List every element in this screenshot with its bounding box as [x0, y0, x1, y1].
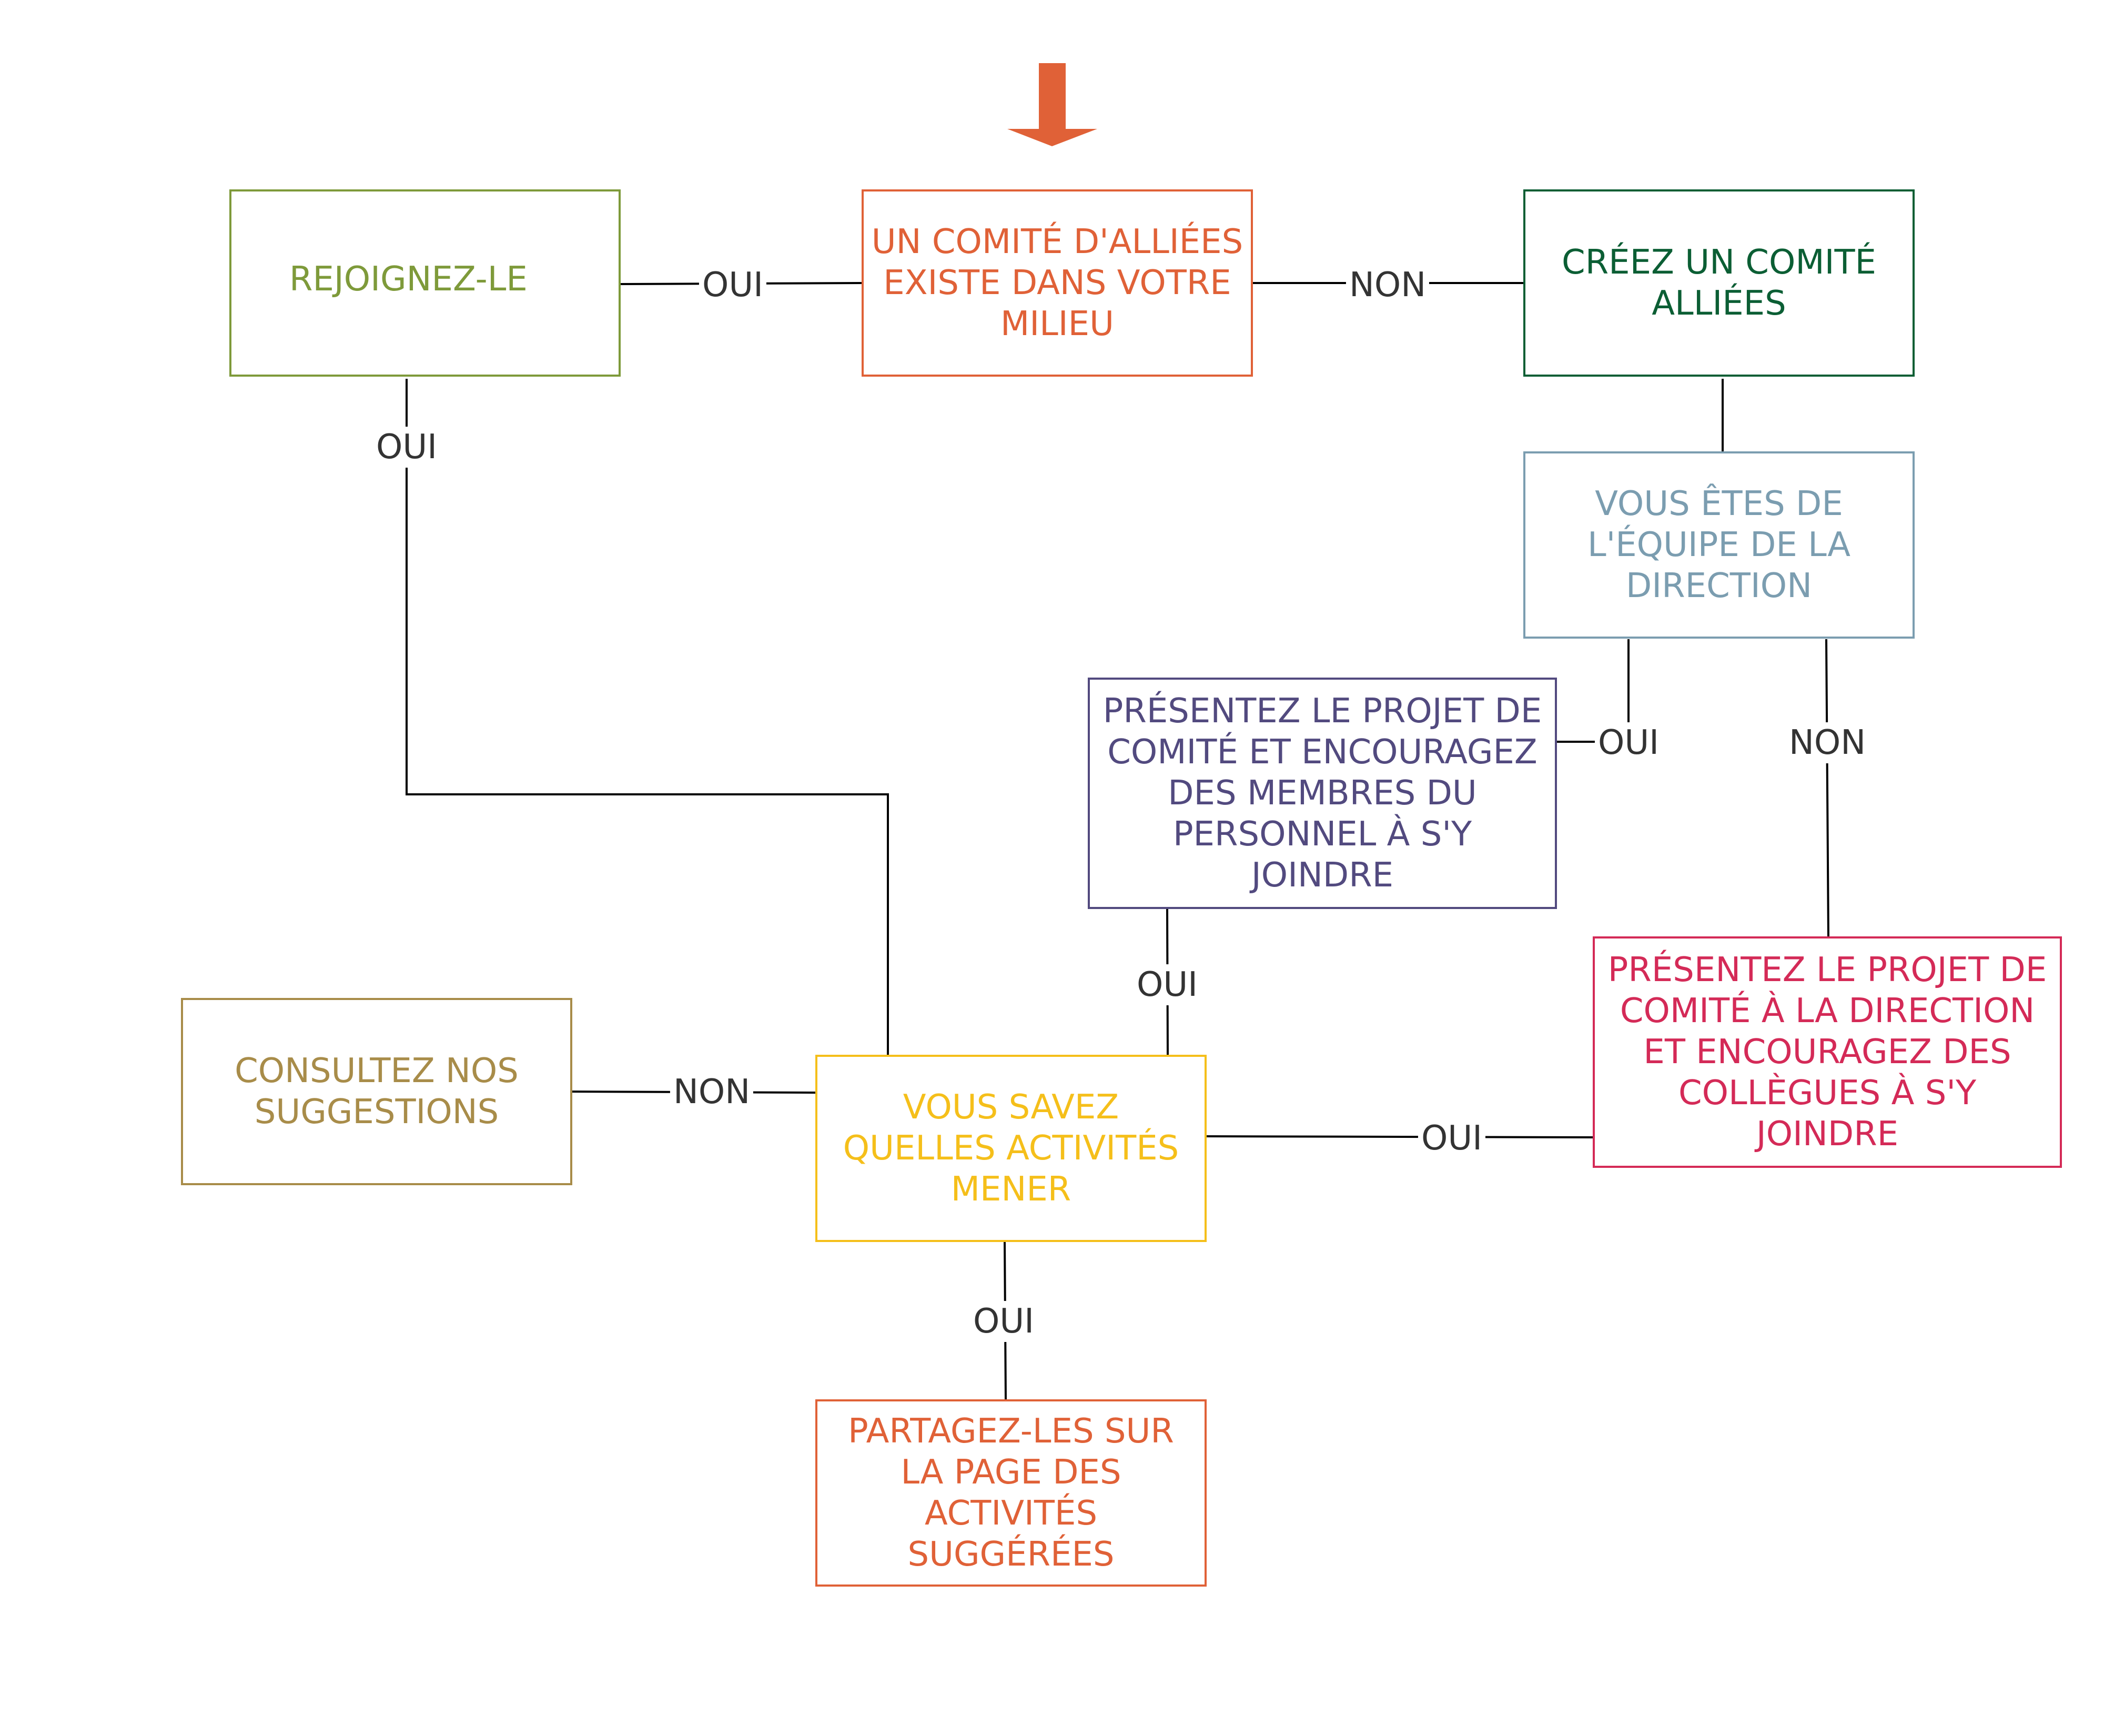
node-question-committee: UN COMITÉ D'ALLIÉES EXISTE DANS VOTRE MI…	[862, 189, 1253, 377]
node-present-direction: PRÉSENTEZ LE PROJET DE COMITÉ À LA DIREC…	[1593, 936, 2062, 1168]
label-non-create: NON	[1346, 265, 1430, 306]
label-oui-staff-down: OUI	[1133, 964, 1201, 1005]
node-question-direction: VOUS ÊTES DE L'ÉQUIPE DE LA DIRECTION	[1523, 451, 1915, 639]
node-join-text: REJOIGNEZ-LE	[289, 260, 528, 299]
node-consult-text: CONSULTEZ NOS SUGGESTIONS	[235, 1052, 519, 1132]
label-oui-direction: OUI	[1594, 722, 1663, 763]
label-oui-present-direction: OUI	[1418, 1118, 1486, 1159]
label-oui-share: OUI	[969, 1301, 1038, 1342]
label-oui-join-down: OUI	[372, 427, 441, 468]
node-present-staff-text: PRÉSENTEZ LE PROJET DE COMITÉ ET ENCOURA…	[1102, 692, 1542, 895]
connector-join-activities	[406, 379, 889, 1055]
node-question-activities: VOUS SAVEZ QUELLES ACTIVITÉS MENER	[815, 1055, 1207, 1242]
node-share-text: PARTAGEZ-LES SUR LA PAGE DES ACTIVITÉS S…	[848, 1412, 1174, 1574]
label-non-direction: NON	[1785, 722, 1869, 763]
node-present-staff: PRÉSENTEZ LE PROJET DE COMITÉ ET ENCOURA…	[1088, 678, 1557, 909]
node-consult: CONSULTEZ NOS SUGGESTIONS	[181, 998, 572, 1185]
node-share: PARTAGEZ-LES SUR LA PAGE DES ACTIVITÉS S…	[815, 1399, 1207, 1587]
node-create-text: CRÉEZ UN COMITÉ ALLIÉES	[1562, 243, 1876, 323]
node-question-committee-text: UN COMITÉ D'ALLIÉES EXISTE DANS VOTRE MI…	[871, 223, 1243, 344]
node-question-direction-text: VOUS ÊTES DE L'ÉQUIPE DE LA DIRECTION	[1587, 485, 1851, 605]
node-question-activities-text: VOUS SAVEZ QUELLES ACTIVITÉS MENER	[843, 1088, 1179, 1209]
node-present-direction-text: PRÉSENTEZ LE PROJET DE COMITÉ À LA DIREC…	[1607, 951, 2047, 1154]
label-non-consult: NON	[670, 1072, 754, 1113]
node-join: REJOIGNEZ-LE	[229, 189, 621, 377]
node-create: CRÉEZ UN COMITÉ ALLIÉES	[1523, 189, 1915, 377]
connector-activities-present	[1205, 1135, 1594, 1138]
label-oui-join: OUI	[699, 265, 767, 306]
start-arrow-icon	[1007, 63, 1097, 146]
connector-direction-present	[1825, 639, 1829, 938]
